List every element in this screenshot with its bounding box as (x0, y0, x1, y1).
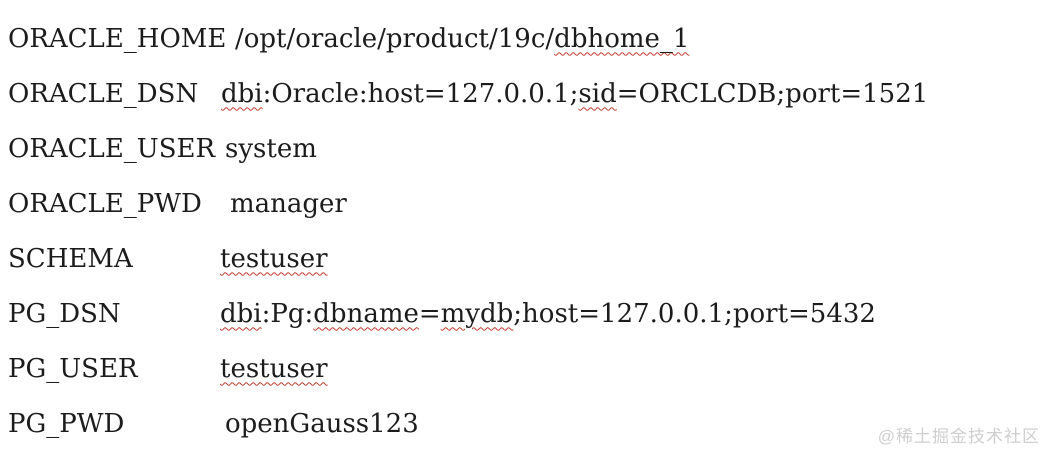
value-part: = (418, 298, 441, 329)
config-key: ORACLE_USER (8, 133, 216, 164)
config-row-oracle-dsn: ORACLE_DSN dbi:Oracle:host=127.0.0.1;sid… (8, 66, 1054, 121)
config-row-oracle-user: ORACLE_USER system (8, 121, 1054, 176)
config-list: ORACLE_HOME /opt/oracle/product/19c/dbho… (8, 11, 1054, 451)
config-value: manager (220, 189, 347, 219)
misspelled-word: testuser (220, 353, 328, 384)
config-value: testuser (220, 244, 328, 274)
misspelled-word: dbhome_1 (554, 23, 690, 54)
config-row-pg-dsn: PG_DSN dbi:Pg:dbname=mydb;host=127.0.0.1… (8, 286, 1054, 341)
config-key: PG_DSN (8, 298, 121, 329)
config-row-pg-pwd: PG_PWD openGauss123 (8, 396, 1054, 451)
value-part: manager (230, 188, 347, 219)
value-part: system (225, 133, 317, 164)
value-part: openGauss123 (225, 408, 419, 439)
value-part: :Pg: (261, 298, 314, 329)
value-part: ;host=127.0.0.1;port=5432 (513, 298, 876, 329)
config-row-pg-user: PG_USER testuser (8, 341, 1054, 396)
misspelled-word: dbname (313, 298, 419, 329)
config-value: testuser (220, 354, 328, 384)
config-key: PG_USER (8, 353, 138, 384)
config-key: PG_PWD (8, 408, 125, 439)
value-part: =ORCLCDB;port=1521 (616, 78, 929, 109)
misspelled-word: sid (578, 78, 617, 109)
watermark: @稀土掘金技术社区 (877, 427, 1040, 446)
config-key: SCHEMA (8, 243, 133, 274)
config-value: system (220, 134, 317, 164)
config-value: dbi:Pg:dbname=mydb;host=127.0.0.1;port=5… (220, 299, 876, 329)
misspelled-word: dbi (220, 298, 262, 329)
misspelled-word: mydb (440, 298, 514, 329)
value-part: :Oracle:host=127.0.0.1; (262, 78, 579, 109)
value-part: /opt/oracle/product/19c/ (235, 23, 555, 54)
config-value: openGauss123 (220, 409, 419, 439)
config-value: /opt/oracle/product/19c/dbhome_1 (220, 24, 689, 54)
config-key: ORACLE_HOME (8, 23, 227, 54)
misspelled-word: dbi (221, 78, 263, 109)
config-value: dbi:Oracle:host=127.0.0.1;sid=ORCLCDB;po… (220, 79, 928, 109)
config-row-schema: SCHEMA testuser (8, 231, 1054, 286)
config-row-oracle-pwd: ORACLE_PWD manager (8, 176, 1054, 231)
config-key: ORACLE_PWD (8, 188, 202, 219)
misspelled-word: testuser (220, 243, 328, 274)
config-key: ORACLE_DSN (8, 78, 199, 109)
config-row-oracle-home: ORACLE_HOME /opt/oracle/product/19c/dbho… (8, 11, 1054, 66)
